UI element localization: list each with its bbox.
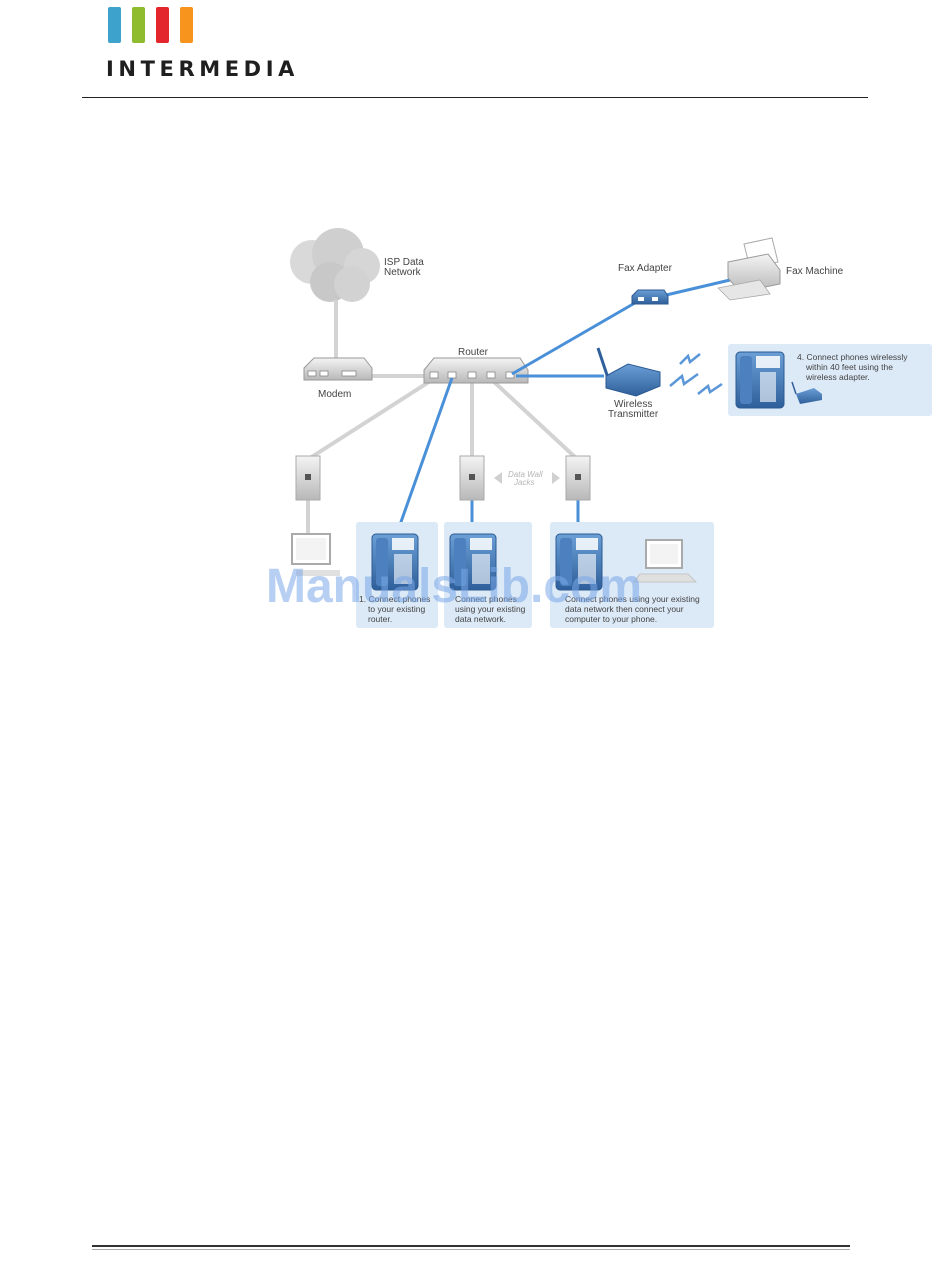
ip-phone-icon-1: [371, 533, 419, 591]
intermedia-logo: INTERMEDIA: [106, 7, 306, 87]
callout-2-line1: Connect phones: [455, 594, 517, 604]
gray-cables: [306, 300, 578, 536]
wall-jacks-arrow-icon: [494, 472, 560, 484]
wall-jack-left: [295, 455, 321, 501]
callout-4-line3: wireless adapter.: [805, 372, 870, 382]
logo-bar-blue: [108, 7, 121, 43]
callout-2-line2: using your existing: [455, 604, 526, 614]
router-icon: [423, 357, 529, 384]
footer-rule-thin: [92, 1249, 850, 1250]
wall-jacks-label-line2: Jacks: [513, 478, 534, 487]
laptop-icon: [633, 539, 697, 583]
modem-label: Modem: [318, 389, 351, 400]
isp-label-line1: ISP Data: [384, 257, 424, 268]
computer-icon: [291, 533, 340, 576]
logo-wordmark: INTERMEDIA: [106, 57, 299, 81]
logo-bar-green: [132, 7, 145, 43]
fax-adapter-label: Fax Adapter: [618, 263, 673, 274]
fax-machine-label: Fax Machine: [786, 266, 844, 277]
header-rule: [82, 97, 868, 98]
callout-3-line3: computer to your phone.: [565, 614, 657, 624]
callout-1-line2: to your existing: [368, 604, 425, 614]
callout-1-line1: 1. Connect phones: [359, 594, 430, 604]
wall-jack-right: [565, 455, 591, 501]
ip-phone-icon-3: [555, 533, 603, 591]
isp-label-line2: Network: [384, 267, 422, 278]
wireless-phone-icon: [735, 351, 822, 409]
fax-machine-icon: [717, 237, 781, 301]
watermark-text: ManualsLib.com: [266, 560, 642, 613]
logo-bar-orange: [180, 7, 193, 43]
wall-jack-middle: [459, 455, 485, 501]
wireless-transmitter-icon: [596, 347, 661, 397]
wireless-signal-icon: [669, 353, 723, 395]
callout-3-line2: data network then connect your: [565, 604, 684, 614]
fax-adapter-icon: [631, 289, 669, 305]
wall-jacks-label-line1: Data Wall: [508, 470, 543, 479]
wireless-label-line2: Transmitter: [608, 409, 659, 420]
ip-phone-icon-2: [449, 533, 497, 591]
logo-bar-red: [156, 7, 169, 43]
callout-3-line1: Connect phones using your existing: [565, 594, 700, 604]
footer-rule: [92, 1245, 850, 1247]
callout-4-line1: 4. Connect phones wirelessly: [797, 352, 908, 362]
blue-cables: [394, 278, 731, 562]
modem-icon: [303, 357, 373, 381]
isp-cloud-icon: [290, 228, 380, 302]
callout-2-line3: data network.: [455, 614, 506, 624]
callout-4-line2: within 40 feet using the: [805, 362, 893, 372]
wireless-label-line1: Wireless: [614, 399, 652, 410]
callout-1-line3: router.: [368, 614, 392, 624]
router-label: Router: [458, 347, 489, 358]
